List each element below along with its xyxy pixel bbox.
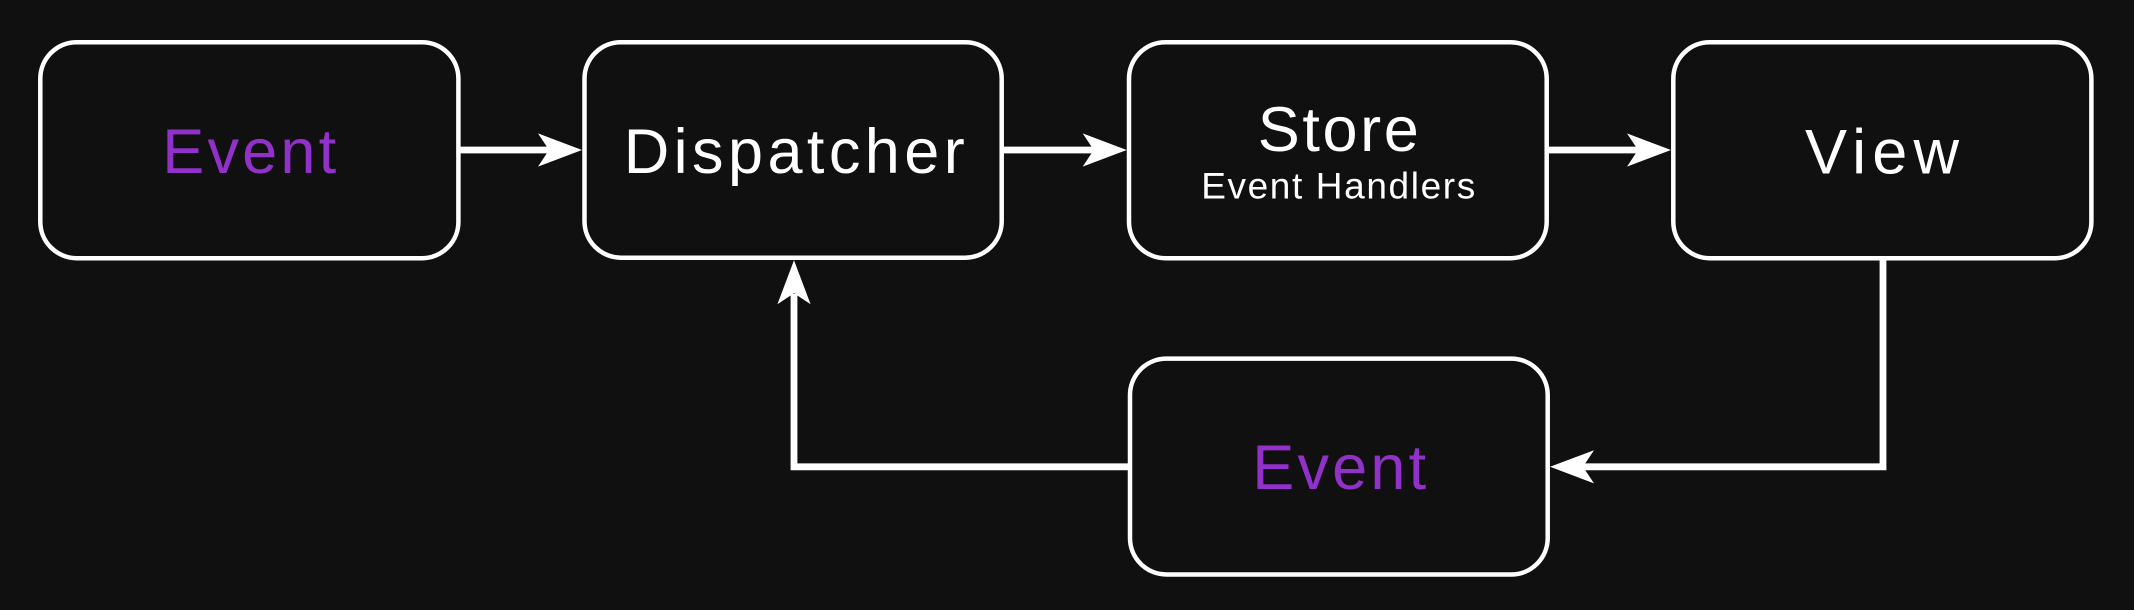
- svg-text:Event: Event: [162, 117, 336, 187]
- svg-text:Event: Event: [1252, 433, 1426, 503]
- svg-text:Event Handlers: Event Handlers: [1201, 166, 1475, 207]
- svg-text:Store: Store: [1258, 95, 1419, 165]
- svg-text:Dispatcher: Dispatcher: [624, 117, 965, 187]
- svg-text:View: View: [1805, 117, 1960, 187]
